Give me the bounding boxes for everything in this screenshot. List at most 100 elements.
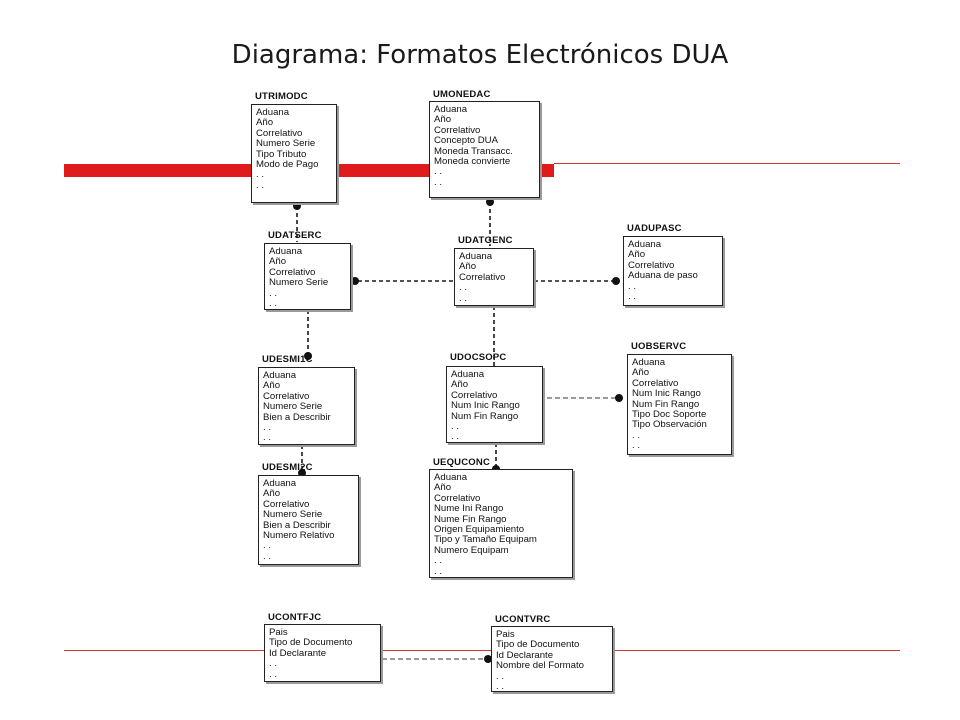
page-title: Diagrama: Formatos Electrónicos DUA (231, 40, 729, 70)
field: Num Fin Rango (451, 410, 519, 422)
field: Correlativo (263, 390, 310, 402)
field: Num Inic Rango (451, 400, 520, 412)
field: Aduana (434, 104, 468, 115)
entity-name: UEQUCONC (433, 457, 491, 468)
entity-name: UDATGENC (458, 235, 513, 246)
field: Correlativo (632, 377, 679, 389)
field: Año (451, 379, 469, 391)
field: Aduana (628, 239, 662, 250)
entity-field-list: Pais Tipo de Documento Id Declarante . .… (264, 624, 381, 682)
field: Numero Equipam (434, 544, 509, 556)
field: . . (459, 292, 467, 304)
endpoint-dot (615, 394, 623, 402)
endpoint-dot (612, 277, 620, 285)
entity-ucontfjc: UCONTFJC Pais Tipo de Documento Id Decla… (264, 612, 381, 682)
field: . . (263, 540, 271, 552)
entity-field-list: Aduana Año Correlativo Num Inic Rango Nu… (446, 366, 543, 443)
field: Año (263, 488, 281, 500)
field: Numero Relativo (263, 530, 335, 542)
field: . . (434, 166, 442, 178)
endpoint-dot (293, 202, 301, 210)
field: Año (434, 114, 452, 126)
entity-udocsopc: UDOCSOPC Aduana Año Correlativo Num Inic… (446, 352, 543, 443)
field: . . (632, 440, 640, 452)
field: Aduana (451, 369, 485, 380)
field: Nume Fin Rango (434, 513, 507, 525)
bottom-divider-line (64, 650, 900, 651)
entity-udatgenc: UDATGENC Aduana Año Correlativo . . . . (454, 235, 534, 306)
field: Correlativo (459, 271, 506, 283)
top-divider-line (554, 163, 900, 164)
field: Aduana (434, 472, 468, 483)
entity-umonedac: UMONEDAC Aduana Año Correlativo Concepto… (429, 89, 540, 198)
field: . . (256, 179, 264, 191)
field: Año (459, 261, 477, 273)
field: Tipo Observación (632, 419, 707, 431)
entity-name: UCONTVRC (495, 614, 551, 625)
field: Modo de Pago (256, 159, 319, 171)
field: Numero Serie (269, 277, 329, 289)
field: . . (632, 429, 640, 441)
entity-name: UDESMI2C (262, 462, 313, 473)
field: . . (269, 658, 277, 670)
endpoint-dot (351, 277, 359, 285)
entity-field-list: Aduana Año Correlativo Concepto DUA Mone… (429, 101, 540, 198)
field: Moneda convierte (434, 156, 511, 168)
field: Año (256, 117, 274, 129)
field: Correlativo (628, 259, 675, 271)
entity-udesmi2c: UDESMI2C Aduana Año Correlativo Numero S… (258, 462, 359, 565)
field: Correlativo (256, 127, 303, 139)
entity-name: UDESMI1C (262, 354, 313, 365)
field: Correlativo (269, 266, 316, 278)
field: Nume Ini Rango (434, 503, 504, 515)
field: Origen Equipamiento (434, 524, 525, 536)
field: Pais (269, 627, 288, 638)
entity-ucontvrc: UCONTVRC Pais Tipo de Documento Id Decla… (491, 614, 613, 692)
field: Tipo de Documento (496, 639, 580, 651)
field: Año (263, 380, 281, 392)
field: . . (434, 565, 442, 577)
entity-uadupasc: UADUPASC Aduana Año Correlativo Aduana d… (623, 223, 723, 306)
field: . . (263, 432, 271, 444)
field: Id Declarante (269, 647, 327, 659)
field: Numero Serie (263, 509, 323, 521)
field: Aduana (263, 370, 297, 381)
entity-field-list: Pais Tipo de Documento Id Declarante Nom… (491, 626, 613, 692)
field: Año (434, 482, 452, 494)
field: Pais (496, 629, 515, 640)
field: Tipo Tributo (256, 148, 307, 160)
entity-field-list: Aduana Año Correlativo Numero Serie Bien… (258, 367, 355, 445)
field: Num Fin Rango (632, 398, 700, 410)
field: . . (263, 550, 271, 562)
entity-name: UDOCSOPC (450, 352, 507, 363)
field: Correlativo (434, 124, 481, 136)
field: Bien a Describir (263, 519, 331, 531)
entity-name: UDATSERC (268, 230, 322, 241)
entity-name: UTRIMODC (255, 91, 308, 102)
field: Aduana (256, 107, 290, 118)
entity-uequconc: UEQUCONC Aduana Año Correlativo Nume Ini… (429, 457, 573, 578)
field: . . (459, 282, 467, 294)
field: Correlativo (451, 389, 498, 401)
field: Id Declarante (496, 649, 554, 661)
entity-name: UCONTFJC (268, 612, 322, 623)
field: Año (269, 256, 287, 268)
entity-field-list: Aduana Año Correlativo Nume Ini Rango Nu… (429, 469, 573, 578)
field: . . (269, 287, 277, 299)
field: . . (496, 681, 504, 693)
field: Aduana (269, 246, 303, 257)
field: Tipo de Documento (269, 637, 353, 649)
entity-field-list: Aduana Año Correlativo Numero Serie Tipo… (251, 104, 337, 203)
entity-udesmi1c: UDESMI1C Aduana Año Correlativo Numero S… (258, 354, 355, 445)
field: Año (628, 249, 646, 261)
field: Correlativo (263, 498, 310, 510)
field: Nombre del Formato (496, 660, 584, 672)
field: Correlativo (434, 492, 481, 504)
entity-name: UMONEDAC (433, 89, 491, 100)
field: . . (256, 169, 264, 181)
entity-udatserc: UDATSERC Aduana Año Correlativo Numero S… (264, 230, 351, 310)
field: . . (628, 291, 636, 303)
endpoint-dot (484, 655, 492, 663)
field: . . (269, 668, 277, 680)
field: Aduana (459, 251, 493, 262)
